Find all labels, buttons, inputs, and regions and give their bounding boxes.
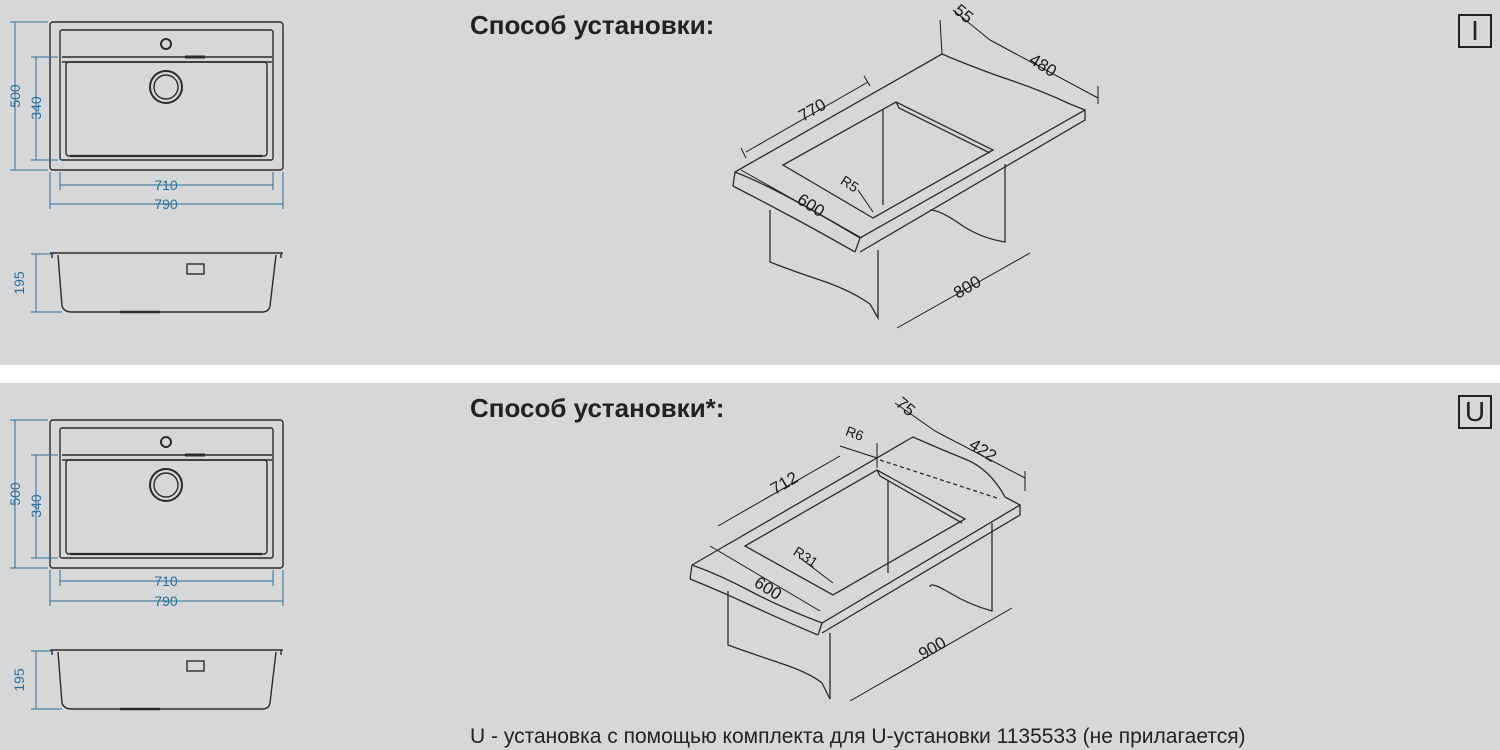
installation-type-badge: I [1458,14,1492,48]
sink-side-view [50,252,283,314]
dimension-cabinet-depth: 600 [751,573,785,604]
dimension-cutout-depth: 480 [1026,50,1060,81]
panel-undermount-drawing: 500 340 710 790 195 [7,393,1026,711]
dimension-outer-width: 790 [154,593,178,609]
dimension-cabinet-width: 900 [915,633,949,664]
installation-footnote: U - установка с помощью комплекта для U-… [470,725,1246,748]
install-dimensions [709,402,1026,702]
dimension-bowl-depth: 340 [28,494,44,518]
dimension-outer-depth: 500 [7,84,23,108]
install-diagram [732,53,1087,321]
sink-top-view [49,21,284,171]
dimension-sink-height: 195 [11,271,27,295]
dimension-sink-height: 195 [11,668,27,692]
installation-panel-inset: 500 340 710 790 195 [0,0,1500,365]
sink-top-view [49,419,284,569]
panel-title: Способ установки: [470,10,715,40]
dimension-bowl-depth: 340 [28,96,44,120]
install-diagram [689,436,1022,700]
side-view-dimensions [31,253,62,313]
side-view-dimensions [31,650,62,710]
panel-inset-drawing: 500 340 710 790 195 [7,0,1099,329]
installation-type-badge: U [1458,395,1492,429]
installation-panel-undermount: 500 340 710 790 195 [0,383,1500,750]
sink-side-view [50,649,283,711]
dimension-rim-depth: 75 [892,393,919,420]
dimension-cutout-width: 712 [767,468,801,499]
dimension-top-radius: R6 [844,423,866,444]
dimension-cabinet-width: 800 [950,272,984,303]
dimension-bowl-width: 710 [154,177,178,193]
top-view-dimensions [10,21,284,209]
dimension-outer-width: 790 [154,196,178,212]
dimension-corner-radius: R31 [791,543,821,571]
panel-title: Способ установки*: [470,393,725,423]
dimension-outer-depth: 500 [7,482,23,506]
dimension-rim-depth: 55 [950,0,977,27]
install-dimensions [740,9,1099,329]
dimension-bowl-width: 710 [154,573,178,589]
dimension-corner-radius: R5 [838,172,862,195]
top-view-dimensions [10,419,284,606]
